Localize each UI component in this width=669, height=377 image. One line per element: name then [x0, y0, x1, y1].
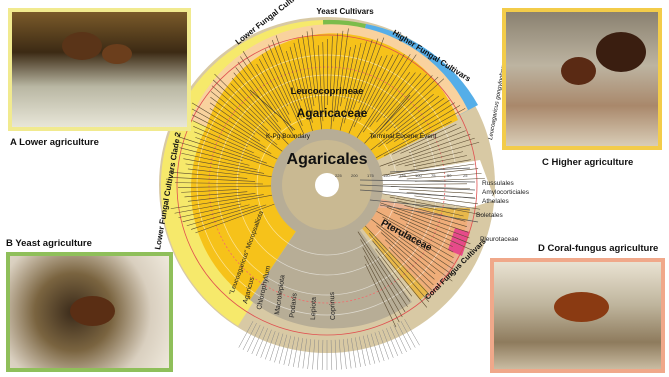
- age-tick: 25: [463, 173, 468, 178]
- outgroup-amylocorticiales: Amylocorticiales: [482, 189, 530, 196]
- agaricales-label: Agaricales: [287, 151, 368, 168]
- panel-b-photo: [6, 252, 173, 372]
- yeast-cultivars-label: Yeast Cultivars: [316, 7, 374, 16]
- age-tick: 50: [447, 173, 452, 178]
- ant-shape: [62, 32, 102, 60]
- taxon-lepiota: Lepiota: [310, 297, 318, 320]
- eocene-label: Terminal Eocene Event: [370, 133, 437, 140]
- ant-shape: [70, 296, 115, 326]
- panel-c-photo: [502, 8, 662, 150]
- panel-d-photo: [490, 258, 665, 373]
- age-tick: 175: [367, 173, 374, 178]
- panel-c-caption: C Higher agriculture: [542, 157, 633, 168]
- ant-shape: [596, 32, 646, 72]
- outgroup-pleurotaceae: Pleurotaceae: [480, 236, 519, 243]
- age-tick: 100: [415, 173, 422, 178]
- ant-shape: [554, 292, 609, 322]
- age-tick: 125: [399, 173, 406, 178]
- age-tick: 225: [335, 173, 342, 178]
- age-tick: 75: [431, 173, 436, 178]
- agaricaceae-label: Agaricaceae: [297, 106, 368, 120]
- outgroup-boletales: Boletales: [476, 212, 503, 219]
- taxon-coprinus: Coprinus: [329, 291, 337, 320]
- ant-shape: [561, 57, 596, 85]
- panel-d-caption: D Coral-fungus agriculture: [538, 243, 658, 254]
- leucocoprineae-label: Leucocoprineae: [291, 86, 364, 97]
- panel-a-photo: [8, 8, 191, 131]
- age-tick: 150: [383, 173, 390, 178]
- outgroup-russulales: Russulales: [482, 180, 515, 187]
- age-tick: 200: [351, 173, 358, 178]
- panel-a-caption: A Lower agriculture: [10, 137, 99, 148]
- ant-shape: [102, 44, 132, 64]
- kpg-label: K-Pg Boundary: [266, 133, 311, 140]
- outgroup-athelales: Athelales: [482, 198, 509, 205]
- panel-b-caption: B Yeast agriculture: [6, 238, 92, 249]
- age-tick-labels: 225 200 175 150 125 100 75 50 25: [335, 173, 468, 178]
